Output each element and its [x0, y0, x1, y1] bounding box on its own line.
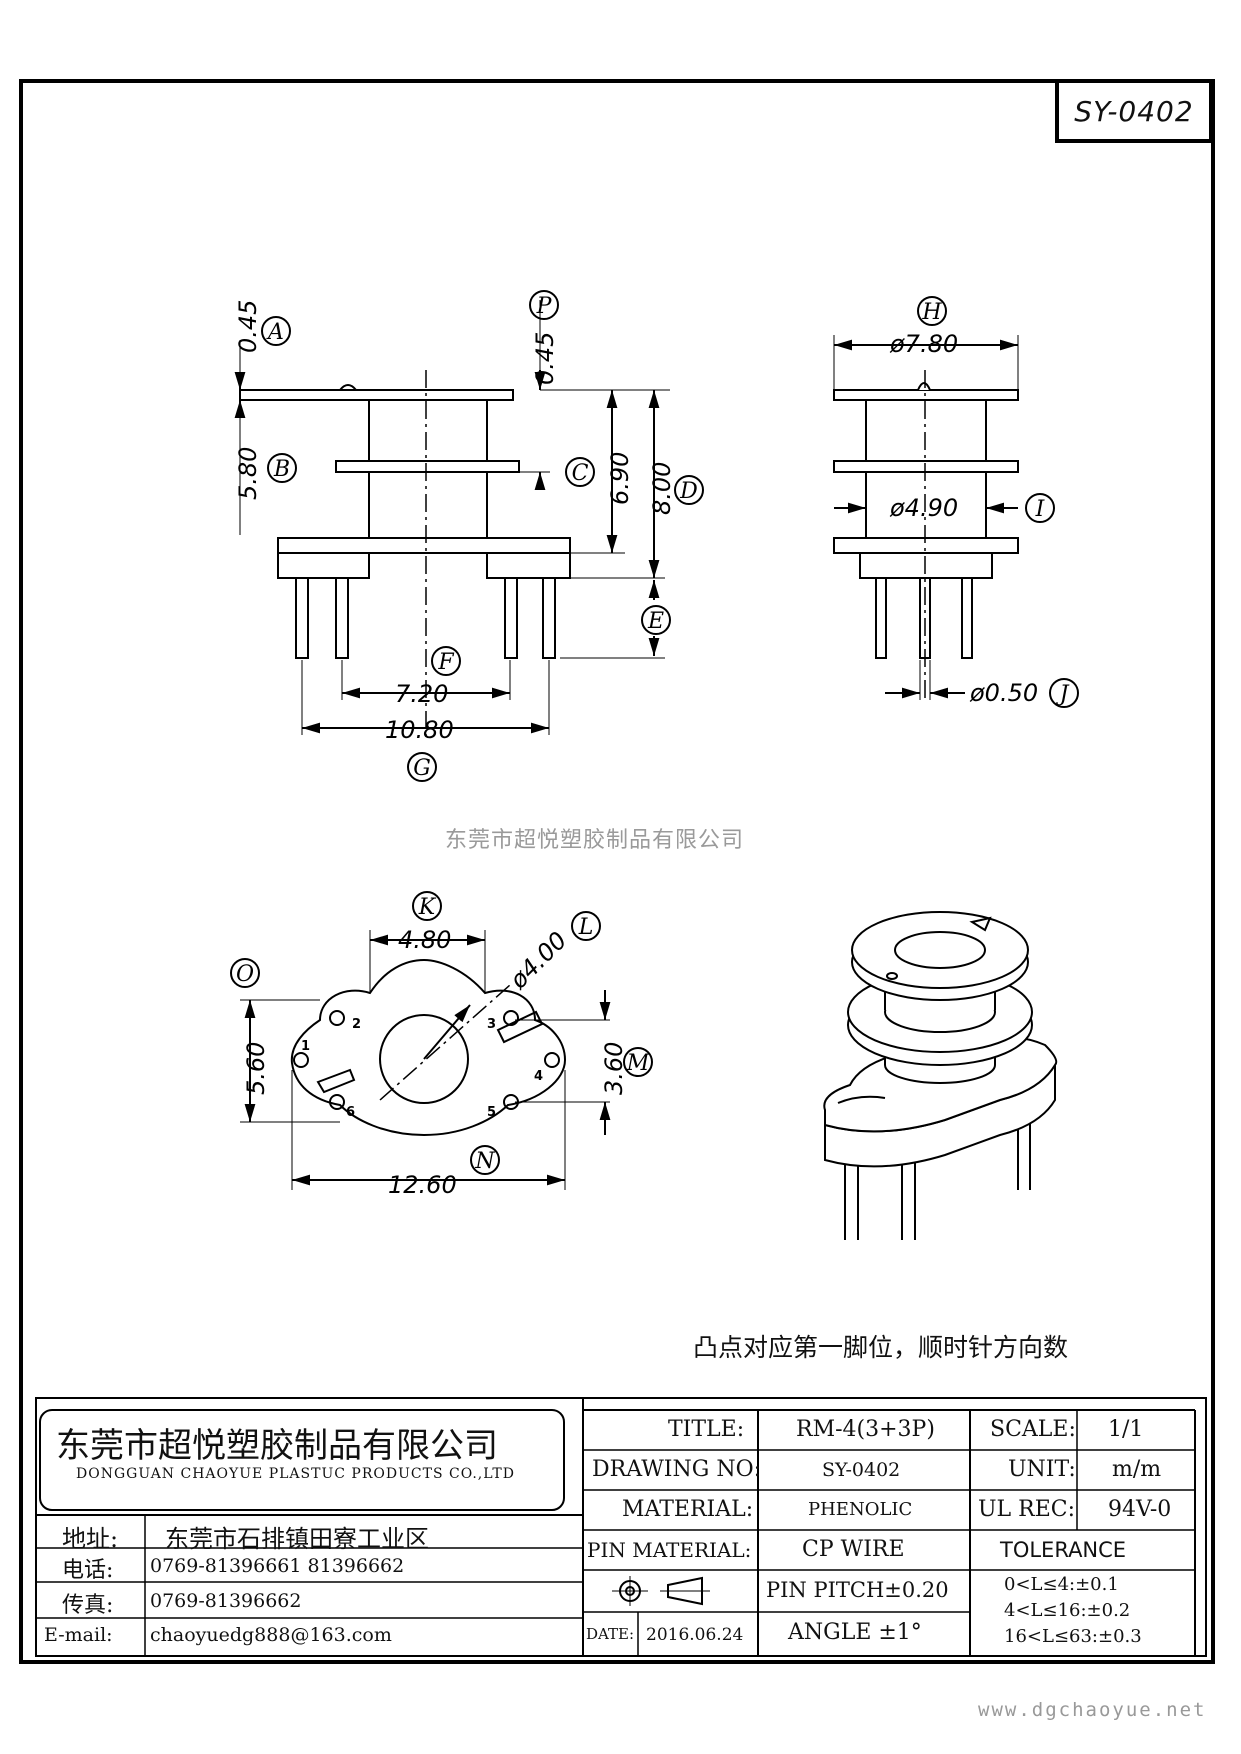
dim-label-0.45-p: 0.45: [531, 332, 559, 385]
dim-label-10.80: 10.80: [385, 716, 454, 744]
drawing-number-tag: SY-0402: [1055, 79, 1213, 143]
label-l: L: [578, 915, 594, 940]
email-value: chaoyuedg888@163.com: [150, 1624, 392, 1646]
label-i: I: [1035, 497, 1046, 522]
label-m: M: [626, 1051, 650, 1076]
label-a: A: [266, 320, 284, 345]
drawing-no-label: DRAWING NO:: [592, 1457, 762, 1482]
pin-number-1: 1: [301, 1039, 310, 1054]
ul-label: UL REC:: [978, 1497, 1076, 1522]
date-value: 2016.06.24: [646, 1625, 744, 1645]
label-c: C: [572, 461, 589, 486]
company-name-cn: 东莞市超悦塑胶制品有限公司: [56, 1426, 498, 1466]
pin-number-5: 5: [487, 1105, 496, 1120]
pin-pitch: PIN PITCH±0.20: [766, 1578, 949, 1602]
label-o: O: [236, 962, 254, 987]
dim-label-12.60: 12.60: [388, 1171, 457, 1199]
pin-order-note: 凸点对应第一脚位，顺时针方向数: [693, 1333, 1069, 1362]
dim-label-7.80: ø7.80: [889, 330, 958, 358]
dim-label-8.00: 8.00: [648, 462, 676, 515]
tel-label: 电话:: [62, 1558, 114, 1583]
label-j: J: [1056, 682, 1070, 707]
drawing-frame: [19, 79, 1215, 1664]
company-watermark: 东莞市超悦塑胶制品有限公司: [445, 828, 745, 853]
tolerance-row-3: 16<L≤63:±0.3: [1004, 1626, 1142, 1647]
dim-label-5.80: 5.80: [234, 447, 262, 500]
address-value: 东莞市石排镇田寮工业区: [165, 1525, 429, 1553]
bottom-view: [240, 930, 611, 1190]
unit-label: UNIT:: [1008, 1457, 1076, 1482]
drawing-no-value: SY-0402: [822, 1459, 901, 1481]
unit-value: m/m: [1112, 1457, 1162, 1482]
material-value: PHENOLIC: [808, 1499, 913, 1520]
dim-label-4.80: 4.80: [398, 926, 451, 954]
scale-label: SCALE:: [990, 1417, 1076, 1442]
tolerance-row-2: 4<L≤16:±0.2: [1004, 1600, 1131, 1621]
dim-label-0.45-a: 0.45: [234, 300, 262, 353]
title-label: TITLE:: [668, 1417, 745, 1442]
title-block: [35, 1397, 1207, 1657]
dim-label-4.00: ø4.00: [504, 926, 573, 995]
label-h: H: [921, 300, 942, 325]
fax-value: 0769-81396662: [150, 1590, 302, 1612]
dim-label-7.20: 7.20: [395, 680, 448, 708]
pin-number-3: 3: [487, 1017, 496, 1032]
dim-label-3.60: 3.60: [600, 1042, 628, 1095]
fax-label: 传真:: [62, 1593, 114, 1618]
label-d: D: [679, 479, 698, 504]
date-label: DATE:: [586, 1625, 635, 1643]
tolerance-row-1: 0<L≤4:±0.1: [1004, 1574, 1119, 1595]
label-f: F: [437, 650, 454, 675]
isometric-view: [823, 911, 1058, 1240]
tel-value: 0769-81396661 81396662: [150, 1555, 405, 1577]
label-e: E: [647, 609, 664, 634]
website-url: www.dgchaoyue.net: [978, 1699, 1207, 1721]
dim-label-4.90: ø4.90: [889, 494, 958, 522]
pin-number-4: 4: [534, 1069, 543, 1084]
front-view: [234, 300, 670, 740]
angle-tolerance: ANGLE ±1°: [788, 1620, 922, 1645]
scale-value: 1/1: [1108, 1417, 1144, 1442]
address-label: 地址:: [62, 1525, 119, 1553]
title-value: RM-4(3+3P): [796, 1417, 935, 1442]
dim-label-6.90: 6.90: [606, 452, 634, 505]
label-g: G: [413, 756, 431, 781]
pin-number-6: 6: [346, 1105, 355, 1120]
pin-number-2: 2: [352, 1017, 361, 1032]
pin-material-label: PIN MATERIAL:: [587, 1538, 752, 1562]
dim-label-5.60: 5.60: [242, 1042, 270, 1095]
label-k: K: [418, 895, 437, 920]
ul-value: 94V-0: [1108, 1497, 1172, 1522]
side-view: [833, 335, 1019, 700]
label-n: N: [474, 1149, 495, 1174]
dim-label-0.50: ø0.50: [969, 679, 1038, 707]
label-p: P: [536, 294, 553, 319]
tolerance-heading: TOLERANCE: [1000, 1538, 1127, 1562]
label-b: B: [273, 457, 290, 482]
pin-material-value: CP WIRE: [802, 1537, 905, 1562]
material-label: MATERIAL:: [622, 1497, 754, 1522]
company-name-en: DONGGUAN CHAOYUE PLASTUC PRODUCTS CO.,LT…: [76, 1466, 515, 1482]
email-label: E-mail:: [44, 1624, 113, 1646]
